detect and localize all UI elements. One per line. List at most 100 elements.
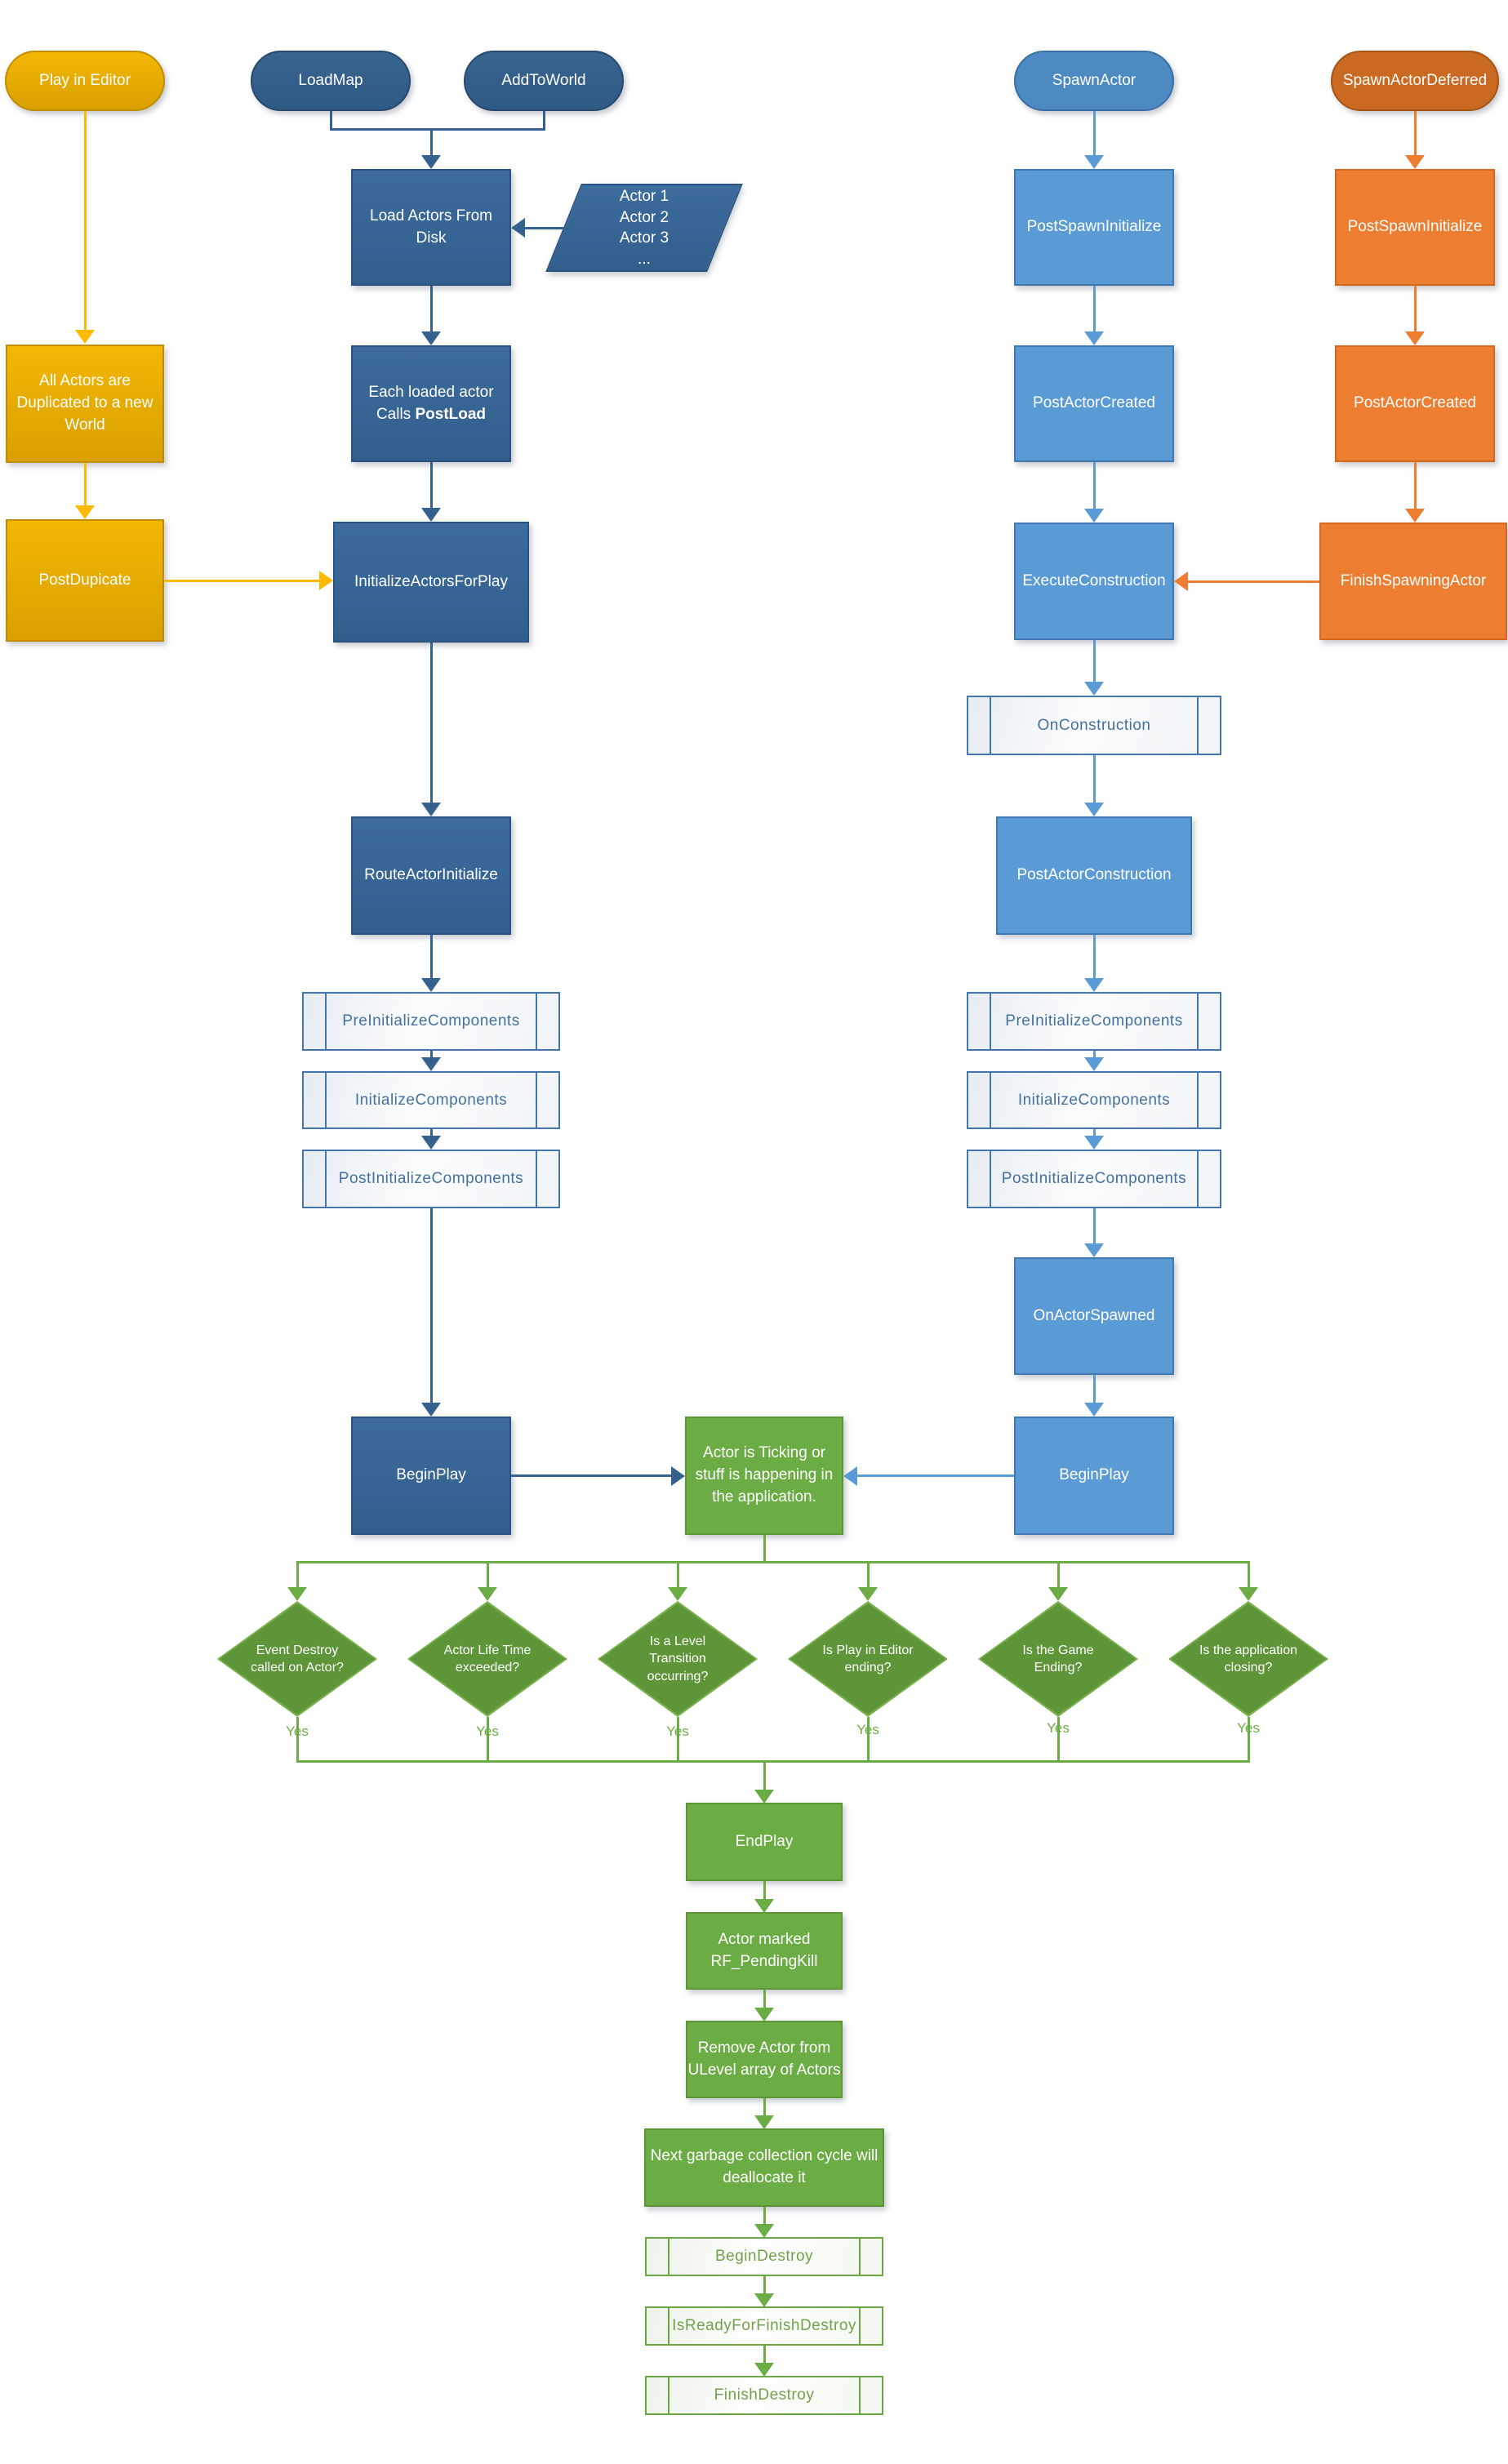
node-post-dupicate: PostDupicate — [6, 519, 164, 642]
terminator-load-map: LoadMap — [251, 51, 411, 111]
node-begin-play-left: BeginPlay — [351, 1417, 511, 1535]
flow-line — [857, 1474, 1014, 1477]
subprocess-initialize-components-right: InitializeComponents — [967, 1071, 1221, 1129]
diamond-label: Is the application closing? — [1171, 1603, 1326, 1715]
arrowhead-icon — [1084, 803, 1104, 816]
flow-line — [429, 643, 433, 803]
diamond-label: Event Destroy called on Actor? — [220, 1603, 375, 1715]
node-post-actor-construction: PostActorConstruction — [996, 816, 1192, 935]
arrowhead-icon — [754, 1790, 774, 1804]
flow-line — [329, 111, 332, 131]
node-post-spawn-initialize-orange: PostSpawnInitialize — [1335, 169, 1495, 286]
flow-line — [1056, 1561, 1060, 1588]
diamond-label: Is the Game Ending? — [981, 1603, 1136, 1715]
flow-line — [866, 1717, 870, 1763]
flow-line — [429, 935, 433, 978]
node-all-actors-duplicated: All Actors are Duplicated to a new World — [6, 345, 164, 463]
subprocess-post-initialize-components-left: PostInitializeComponents — [302, 1150, 560, 1208]
arrowhead-icon — [421, 1057, 441, 1071]
flow-line — [429, 1051, 433, 1057]
node-post-actor-created-orange: PostActorCreated — [1335, 345, 1495, 462]
arrowhead-icon — [754, 2293, 774, 2307]
each-loaded-label: Each loaded actor Calls PostLoad — [353, 382, 509, 426]
arrowhead-icon — [754, 2224, 774, 2238]
node-post-spawn-initialize-blue: PostSpawnInitialize — [1014, 169, 1174, 286]
node-execute-construction: ExecuteConstruction — [1014, 523, 1174, 640]
arrowhead-icon — [1405, 509, 1425, 523]
each-loaded-bold: PostLoad — [415, 405, 487, 423]
flow-line — [763, 1990, 766, 2008]
arrowhead-icon — [1084, 155, 1104, 169]
node-initialize-actors-for-play: InitializeActorsForPlay — [333, 522, 529, 643]
flow-line — [542, 111, 545, 131]
flow-line — [525, 226, 570, 229]
flow-line — [763, 2098, 766, 2115]
flow-line — [1188, 580, 1319, 583]
flow-line — [1092, 1129, 1096, 1136]
flow-line — [1247, 1717, 1250, 1763]
node-actor-list-parallelogram: Actor 1 Actor 2 Actor 3 ... — [545, 184, 743, 272]
terminator-add-to-world: AddToWorld — [464, 51, 624, 111]
terminator-spawn-actor-deferred: SpawnActorDeferred — [1331, 51, 1499, 111]
flow-line — [1092, 462, 1096, 509]
arrowhead-icon — [1174, 572, 1188, 591]
diamond-event-destroy: Event Destroy called on Actor? — [217, 1601, 377, 1717]
arrowhead-icon — [75, 330, 95, 344]
arrowhead-icon — [421, 508, 441, 522]
arrowhead-icon — [511, 218, 525, 238]
arrowhead-icon — [1405, 331, 1425, 345]
diamond-label: Actor Life Time exceeded? — [410, 1603, 565, 1715]
flow-line — [1247, 1561, 1250, 1588]
flow-line — [676, 1561, 679, 1588]
diamond-application-closing: Is the application closing? — [1168, 1601, 1328, 1717]
flow-line — [429, 1208, 433, 1403]
flow-line — [1092, 1375, 1096, 1403]
flow-line — [296, 1561, 299, 1588]
flow-line — [763, 2207, 766, 2224]
arrowhead-icon — [421, 803, 441, 816]
flow-line — [763, 2276, 766, 2293]
arrowhead-icon — [1084, 1136, 1104, 1150]
arrowhead-icon — [421, 1136, 441, 1150]
arrowhead-icon — [754, 2115, 774, 2129]
subprocess-post-initialize-components-right: PostInitializeComponents — [967, 1150, 1221, 1208]
flow-line — [866, 1561, 870, 1588]
flow-line — [429, 1129, 433, 1136]
node-load-actors-from-disk: Load Actors From Disk — [351, 169, 511, 286]
arrowhead-icon — [754, 2008, 774, 2021]
flow-line — [486, 1561, 489, 1588]
diamond-pie-ending: Is Play in Editor ending? — [788, 1601, 948, 1717]
node-actor-marked-pendingkill: Actor marked RF_PendingKill — [686, 1912, 843, 1990]
arrowhead-icon — [671, 1466, 685, 1486]
node-finish-spawning-actor: FinishSpawningActor — [1319, 523, 1507, 640]
node-remove-actor-ulevel: Remove Actor from ULevel array of Actors — [686, 2021, 843, 2098]
flow-line — [1413, 286, 1417, 331]
actor-list-line: Actor 1 — [619, 187, 669, 205]
diamond-game-ending: Is the Game Ending? — [978, 1601, 1138, 1717]
subprocess-pre-initialize-components-right: PreInitializeComponents — [967, 992, 1221, 1051]
arrowhead-icon — [1084, 331, 1104, 345]
flow-line — [763, 2346, 766, 2363]
arrowhead-icon — [1405, 155, 1425, 169]
flow-line — [1092, 935, 1096, 978]
node-next-garbage-collection: Next garbage collection cycle will deall… — [644, 2128, 884, 2207]
subprocess-is-ready-for-finish-destroy: IsReadyForFinishDestroy — [645, 2306, 883, 2346]
diamond-level-transition: Is a Level Transition occurring? — [598, 1601, 758, 1717]
flow-line — [511, 1474, 671, 1477]
diamond-actor-lifetime: Actor Life Time exceeded? — [407, 1601, 567, 1717]
flow-line — [1092, 755, 1096, 803]
arrowhead-icon — [1239, 1587, 1258, 1601]
node-actor-is-ticking: Actor is Ticking or stuff is happening i… — [685, 1417, 843, 1535]
arrowhead-icon — [858, 1587, 878, 1601]
node-on-actor-spawned: OnActorSpawned — [1014, 1257, 1174, 1375]
arrowhead-icon — [843, 1466, 857, 1486]
subprocess-on-construction: OnConstruction — [967, 696, 1221, 755]
arrowhead-icon — [668, 1587, 687, 1601]
flow-line — [164, 579, 319, 582]
arrowhead-icon — [421, 1403, 441, 1417]
flow-line — [429, 462, 433, 508]
flow-line — [1092, 286, 1096, 331]
arrowhead-icon — [754, 1899, 774, 1913]
arrowhead-icon — [1084, 509, 1104, 523]
